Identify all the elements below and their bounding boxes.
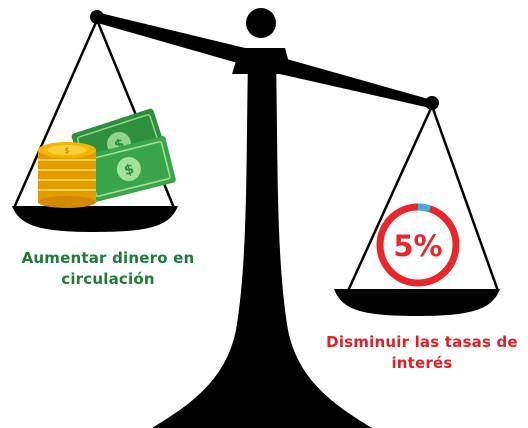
left-caption-line1: Aumentar dinero en [21, 249, 195, 267]
svg-text:$: $ [122, 161, 135, 179]
percent-gauge-icon: 5% [376, 203, 460, 287]
right-caption: Disminuir las tasas de interés [316, 332, 528, 374]
scale-top-knob [246, 8, 276, 38]
right-pan [334, 289, 500, 316]
svg-text:$: $ [64, 146, 70, 155]
left-pan [12, 206, 178, 232]
left-caption-line2: circulación [61, 270, 155, 288]
scale-base [152, 60, 372, 428]
right-caption-line1: Disminuir las tasas de [326, 333, 518, 351]
beam-right-end [425, 96, 439, 110]
gauge-value: 5% [393, 229, 442, 263]
right-caption-line2: interés [391, 354, 453, 372]
money-stack-icon: $ $ $ [38, 108, 176, 208]
left-caption: Aumentar dinero en circulación [6, 248, 210, 290]
beam-left-end [90, 10, 104, 24]
